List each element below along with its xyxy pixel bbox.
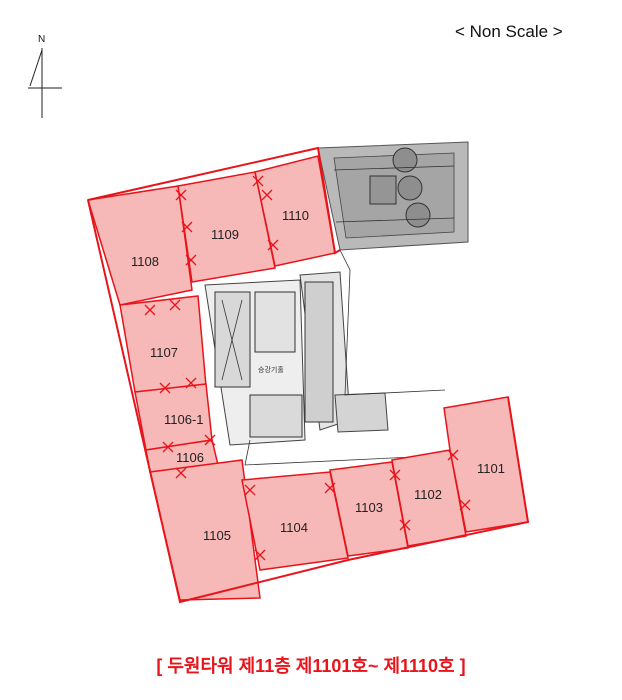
unit-label-1102: 1102: [414, 487, 442, 502]
service-core: [317, 141, 469, 251]
unit-labels: 1108 1109 1110 1107 1106-1 1106 1105 110…: [131, 208, 505, 543]
unit-1109[interactable]: [177, 171, 276, 283]
unit-label-1103: 1103: [355, 500, 383, 515]
unit-label-1107: 1107: [150, 345, 178, 360]
unit-label-1106-1: 1106-1: [164, 412, 204, 427]
unit-1108[interactable]: [87, 185, 193, 306]
unit-1104[interactable]: [241, 471, 349, 571]
unit-1101[interactable]: [443, 396, 529, 533]
north-arrow-icon: N: [28, 34, 62, 118]
plan-caption: [ 두원타워 제11층 제1101호~ 제1110호 ]: [156, 656, 466, 676]
core-label: 승강기홀: [258, 365, 284, 374]
north-label: N: [38, 34, 45, 45]
unit-label-1104: 1104: [280, 520, 308, 535]
unit-label-1101: 1101: [477, 461, 505, 476]
scale-note: < Non Scale >: [455, 22, 563, 41]
central-core: 승강기홀: [204, 249, 456, 466]
unit-label-1105: 1105: [203, 528, 231, 543]
unit-label-1108: 1108: [131, 254, 159, 269]
units: [87, 146, 530, 604]
unit-label-1106: 1106: [176, 450, 204, 465]
unit-label-1109: 1109: [211, 227, 239, 242]
floor-plan: 승강기홀: [87, 141, 530, 604]
unit-1107[interactable]: [119, 295, 207, 393]
wall-markers: [144, 175, 471, 561]
unit-label-1110: 1110: [282, 208, 309, 223]
